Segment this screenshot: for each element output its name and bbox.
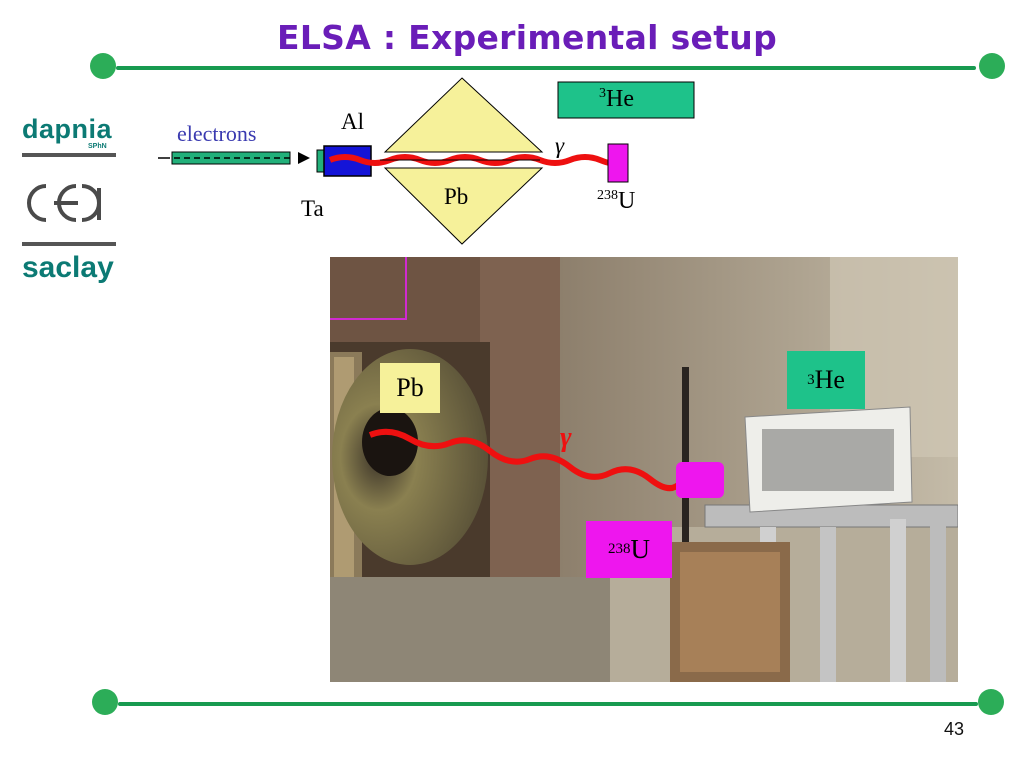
slide-title: ELSA : Experimental setup xyxy=(277,18,777,57)
u238-symbol: U xyxy=(618,188,636,214)
he3-symbol: He xyxy=(606,86,634,112)
u238-label: 238U xyxy=(597,188,635,215)
bottom-rule xyxy=(118,702,978,706)
photo-gamma-label: γ xyxy=(560,422,572,453)
saclay-logo: saclay xyxy=(22,251,114,284)
photo-he3-symbol: He xyxy=(814,365,845,394)
dapnia-logo: dapnia xyxy=(22,114,113,144)
photo-pb-text: Pb xyxy=(396,373,424,402)
bottom-left-dot xyxy=(92,689,118,715)
photo-scene xyxy=(330,257,958,682)
pb-label: Pb xyxy=(444,184,469,209)
pb-shield-upper xyxy=(383,77,544,153)
top-right-dot xyxy=(979,53,1005,79)
u238-mass-number: 238 xyxy=(597,188,618,203)
he3-label: 3He xyxy=(599,86,634,113)
electrons-label: electrons xyxy=(177,121,257,146)
page-number: 43 xyxy=(943,719,965,739)
beam-arrow-icon xyxy=(298,152,310,164)
ta-label: Ta xyxy=(301,196,324,221)
cea-logo xyxy=(27,184,101,222)
photo-he3-mass-number: 3 xyxy=(807,371,815,388)
diagram-graphics xyxy=(158,77,695,245)
he3-mass-number: 3 xyxy=(599,86,606,101)
al-label: Al xyxy=(341,109,364,134)
top-rule xyxy=(116,66,976,70)
logo-divider-2 xyxy=(22,242,116,246)
photo-u238-mass-number: 238 xyxy=(608,541,631,557)
gamma-label: γ xyxy=(555,133,565,158)
photo-pb-label: Pb xyxy=(380,363,440,413)
bottom-right-dot xyxy=(978,689,1004,715)
top-left-dot xyxy=(90,53,116,79)
pb-shield-lower xyxy=(383,167,544,245)
sphn-logo-text: SPhN xyxy=(88,143,107,150)
he3-detector xyxy=(557,81,695,119)
logo-divider-1 xyxy=(22,153,116,157)
u238-target xyxy=(607,143,629,183)
photo-u238-symbol: U xyxy=(630,534,651,564)
